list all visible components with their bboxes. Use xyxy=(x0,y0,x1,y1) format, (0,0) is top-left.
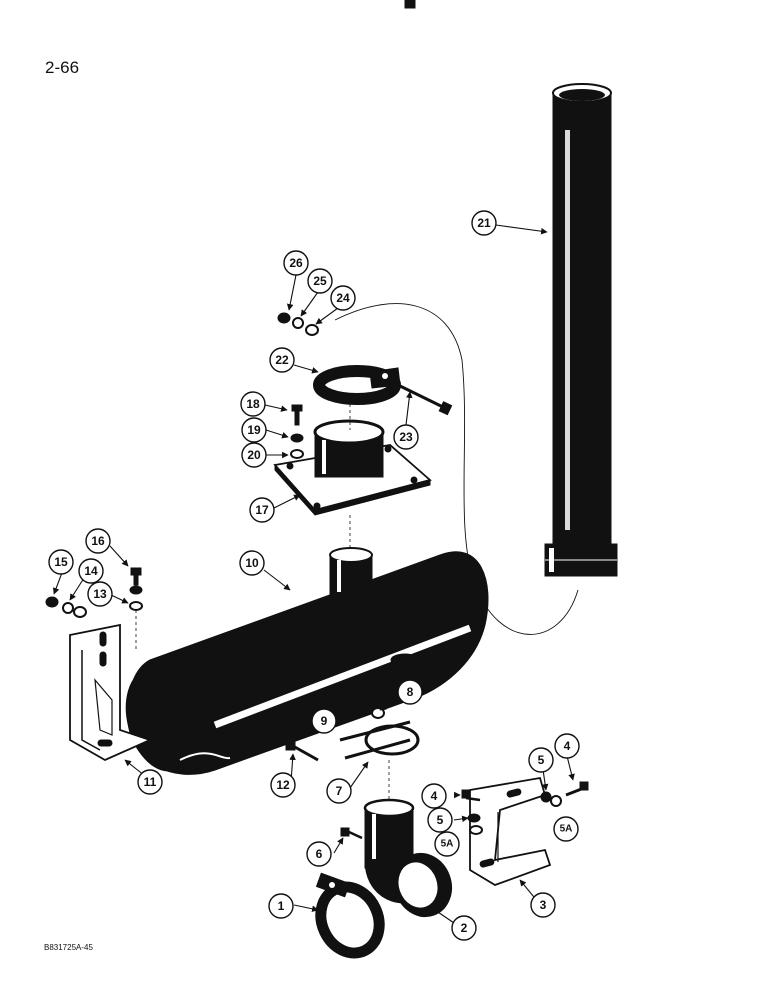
callout-26: 26 xyxy=(283,250,309,276)
small-bolt-elbow xyxy=(340,827,363,840)
callout-4-right: 4 xyxy=(554,733,580,759)
callout-3: 3 xyxy=(530,892,556,918)
svg-text:7: 7 xyxy=(336,784,343,798)
svg-text:13: 13 xyxy=(93,587,107,601)
nut-washer-set-top xyxy=(277,312,319,336)
callout-4-left: 4 xyxy=(421,783,447,809)
callout-15: 15 xyxy=(48,549,74,575)
callout-19: 19 xyxy=(241,417,267,443)
svg-text:10: 10 xyxy=(245,556,259,570)
callout-5a-left: 5A xyxy=(434,831,460,857)
elbow-pipe xyxy=(363,798,452,918)
svg-text:26: 26 xyxy=(289,256,303,270)
svg-text:15: 15 xyxy=(54,555,68,569)
svg-text:5: 5 xyxy=(437,813,444,827)
callout-16: 16 xyxy=(85,528,111,554)
alignment-lines xyxy=(135,398,390,800)
svg-text:4: 4 xyxy=(431,789,438,803)
callout-8: 8 xyxy=(397,679,423,705)
callout-5a-right: 5A xyxy=(553,816,579,842)
bolt-washer-set-flange xyxy=(290,404,304,459)
top-clipped-part xyxy=(404,0,416,9)
long-bolt xyxy=(397,383,453,416)
bolt-lower-left xyxy=(285,740,319,762)
callout-14: 14 xyxy=(78,558,104,584)
svg-text:18: 18 xyxy=(246,397,260,411)
svg-text:25: 25 xyxy=(313,274,327,288)
svg-text:20: 20 xyxy=(247,448,261,462)
callout-20: 20 xyxy=(241,442,267,468)
svg-text:8: 8 xyxy=(407,685,414,699)
svg-text:9: 9 xyxy=(321,714,328,728)
svg-text:1: 1 xyxy=(278,899,285,913)
bolt-washer-set-right xyxy=(461,781,589,835)
svg-text:11: 11 xyxy=(144,775,157,789)
svg-text:14: 14 xyxy=(84,564,98,578)
svg-text:2: 2 xyxy=(461,921,468,935)
callout-9: 9 xyxy=(311,708,337,734)
callout-13: 13 xyxy=(87,581,113,607)
callout-7: 7 xyxy=(326,778,352,804)
callout-17: 17 xyxy=(249,497,275,523)
callout-22: 22 xyxy=(269,347,295,373)
figure-id: B831725A-45 xyxy=(44,943,93,952)
svg-text:24: 24 xyxy=(336,291,350,305)
page-number: 2-66 xyxy=(45,58,80,77)
clamp-upper xyxy=(313,365,401,405)
svg-text:17: 17 xyxy=(255,503,269,517)
callout-24: 24 xyxy=(330,285,356,311)
hose-clamp xyxy=(315,872,385,959)
callout-21: 21 xyxy=(471,210,497,236)
svg-text:6: 6 xyxy=(316,847,323,861)
svg-text:12: 12 xyxy=(276,778,290,792)
svg-text:19: 19 xyxy=(247,423,261,437)
mounting-bracket-left xyxy=(69,623,153,762)
callout-1: 1 xyxy=(268,893,294,919)
breather-tube xyxy=(334,303,579,635)
svg-text:21: 21 xyxy=(477,216,491,230)
svg-text:5A: 5A xyxy=(441,839,454,850)
callout-2: 2 xyxy=(451,915,477,941)
svg-text:4: 4 xyxy=(564,739,571,753)
callout-11: 11 xyxy=(137,769,163,795)
svg-text:22: 22 xyxy=(275,353,289,367)
svg-text:5A: 5A xyxy=(560,824,573,835)
callout-10: 10 xyxy=(239,550,265,576)
callout-25: 25 xyxy=(307,268,333,294)
callout-5-right: 5 xyxy=(528,747,554,773)
callout-6: 6 xyxy=(306,841,332,867)
callout-12: 12 xyxy=(270,772,296,798)
exhaust-stack-pipe xyxy=(544,83,618,577)
svg-text:23: 23 xyxy=(399,430,413,444)
svg-text:5: 5 xyxy=(538,753,545,767)
callout-23: 23 xyxy=(393,424,419,450)
nut-washer-bolt-set-left xyxy=(45,567,143,618)
callout-18: 18 xyxy=(240,391,266,417)
flange-plate xyxy=(273,419,432,516)
callout-5-left: 5 xyxy=(427,807,453,833)
svg-text:3: 3 xyxy=(540,898,547,912)
u-bolt-set xyxy=(339,699,420,760)
muffler-body xyxy=(125,547,489,775)
svg-text:16: 16 xyxy=(91,534,105,548)
